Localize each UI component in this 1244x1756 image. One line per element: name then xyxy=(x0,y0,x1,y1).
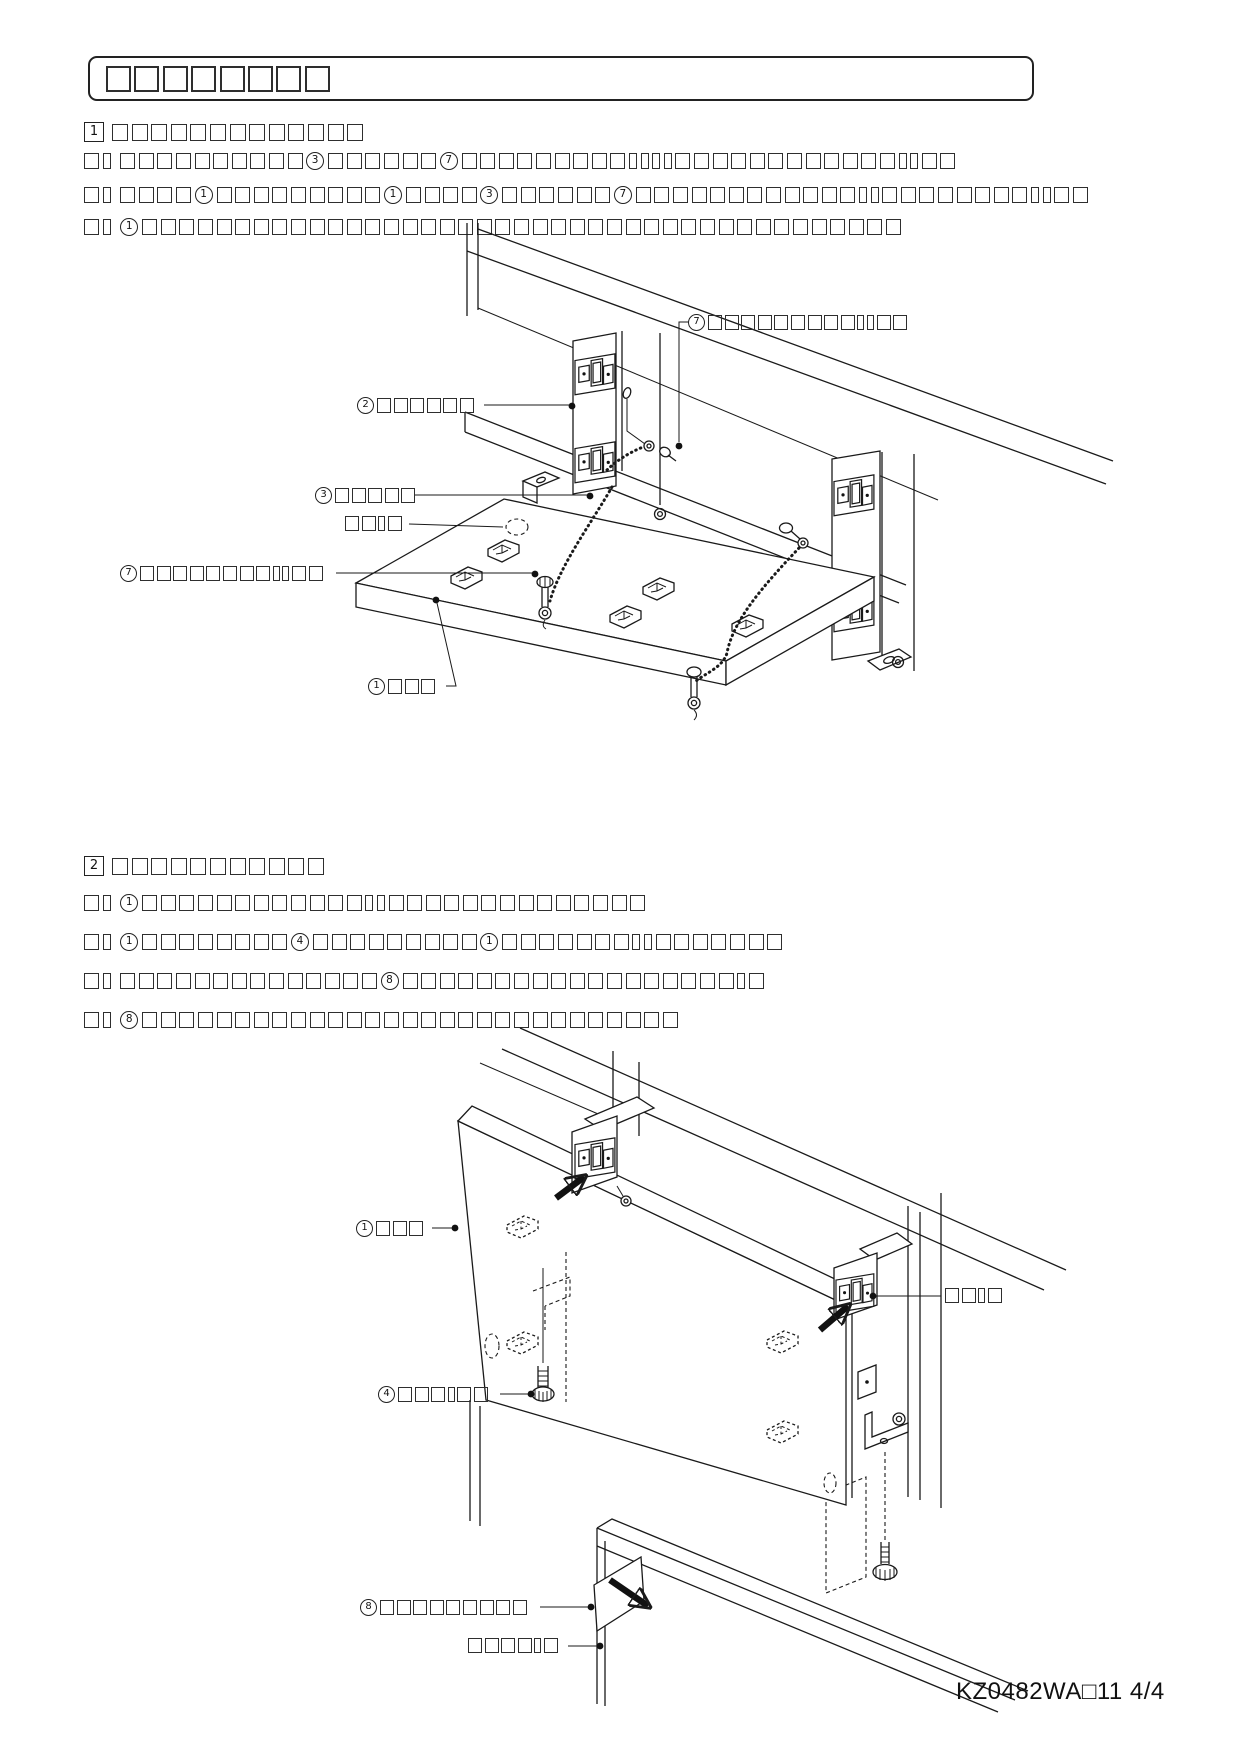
section-2-bullet-4: 8 xyxy=(84,1011,681,1029)
diagram-1 xyxy=(336,223,1114,721)
label-screw-left: 7 xyxy=(120,565,325,582)
section-2-header xyxy=(112,858,328,875)
label-thumbscrew: 4 xyxy=(378,1386,491,1403)
title-box xyxy=(88,56,1034,101)
section-1-number: 1 xyxy=(84,122,104,142)
safety-chain xyxy=(694,546,801,683)
panel-face xyxy=(457,1119,847,1506)
hang-direction-arrow xyxy=(817,1306,848,1333)
label-spacer-plate: 8 xyxy=(360,1599,529,1616)
spacer-plate xyxy=(593,1555,645,1633)
footer-doc-code: KZ0482WA□11 4/4 xyxy=(956,1678,1165,1705)
section-1-header xyxy=(112,124,367,141)
section-1-bullet-3: 1 xyxy=(84,218,905,236)
hang-direction-arrow xyxy=(554,1177,584,1201)
label-rail-bottom xyxy=(468,1638,561,1653)
insert-direction-arrow xyxy=(608,1577,648,1606)
label-panel: 1 xyxy=(356,1220,426,1237)
label-hole xyxy=(345,516,404,531)
section-2-bullet-3: 8 xyxy=(84,972,767,990)
page-title xyxy=(106,66,333,92)
label-bracket: 2 xyxy=(357,397,477,414)
safety-chain xyxy=(548,485,614,603)
floor-bracket xyxy=(864,1411,909,1450)
label-board: 1 xyxy=(368,678,438,695)
section-2-number: 2 xyxy=(84,856,104,876)
label-screw-top: 7 xyxy=(688,314,910,331)
label-rail: 3 xyxy=(315,487,418,504)
section-2-bullet-1: 1 xyxy=(84,894,649,912)
pilot-hole xyxy=(505,518,529,536)
diagram-2 xyxy=(432,1027,1067,1713)
label-hook-bracket xyxy=(945,1288,1004,1303)
